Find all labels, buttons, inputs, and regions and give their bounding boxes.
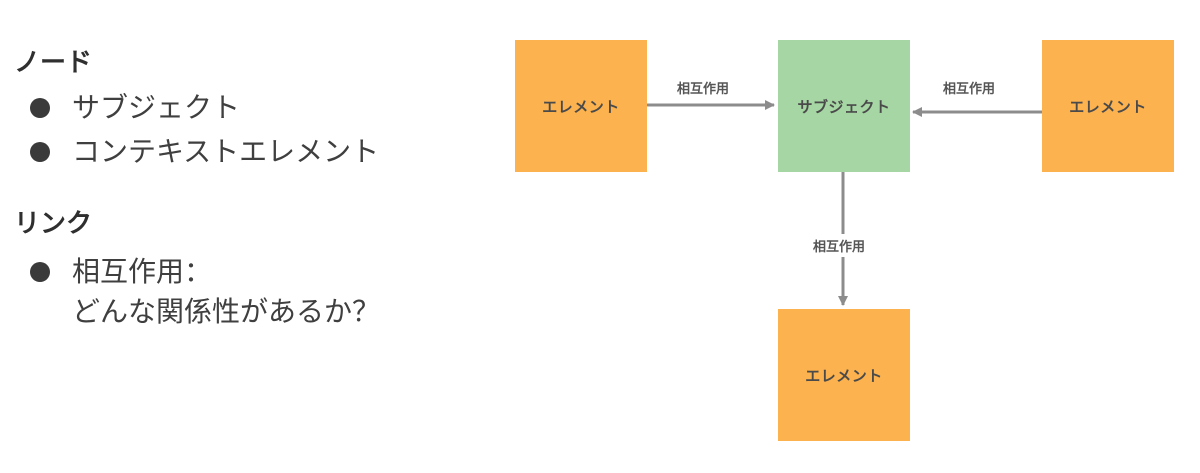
bullet-icon <box>30 142 50 162</box>
node-subject: サブジェクト <box>778 40 910 172</box>
node-element-right: エレメント <box>1042 40 1174 172</box>
node-element-left: エレメント <box>515 40 647 172</box>
bullet-text: サブジェクト <box>72 91 241 124</box>
bullet-icon <box>30 262 50 282</box>
node-bullet-context-element: コンテキストエレメント <box>30 132 379 172</box>
bullet-icon <box>30 98 50 118</box>
bullet-text-line1: 相互作用： <box>72 255 213 288</box>
node-label: エレメント <box>805 366 883 385</box>
bullet-text-line2: どんな関係性があるか？ <box>72 295 381 328</box>
node-element-bottom: エレメント <box>778 309 910 441</box>
edge-label-left: 相互作用 <box>677 78 730 97</box>
node-label: エレメント <box>1069 97 1147 116</box>
nodes-heading: ノード <box>14 48 93 78</box>
links-heading: リンク <box>14 209 93 239</box>
bullet-text: コンテキストエレメント <box>72 135 380 168</box>
link-bullet-interaction: 相互作用： どんな関係性があるか？ <box>30 252 380 332</box>
edge-label-right: 相互作用 <box>943 78 996 97</box>
node-label: エレメント <box>542 97 620 116</box>
node-label: サブジェクト <box>797 97 891 116</box>
bullet-text-block: 相互作用： どんな関係性があるか？ <box>72 252 380 332</box>
edge-label-bottom: 相互作用 <box>813 234 866 257</box>
node-bullet-subject: サブジェクト <box>30 88 240 128</box>
